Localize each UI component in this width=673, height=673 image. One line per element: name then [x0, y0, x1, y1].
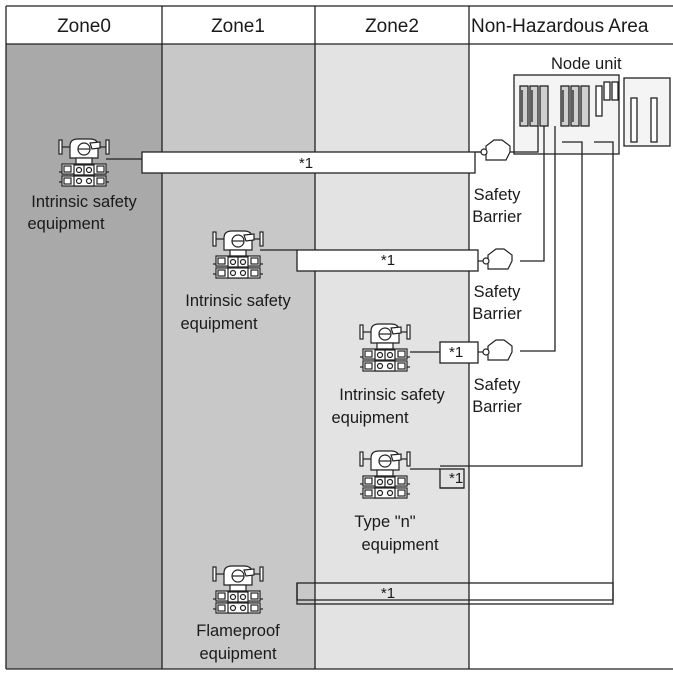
device-4-label-line2: equipment	[361, 536, 438, 554]
node-unit	[513, 74, 671, 155]
device-5-label-line2: equipment	[199, 645, 276, 663]
zone0-area	[6, 44, 162, 669]
cable-note-2: *1	[381, 252, 395, 269]
cable-1: *1	[106, 151, 476, 174]
cable-3: *1	[410, 341, 479, 364]
device-2-label-line2: equipment	[180, 315, 257, 333]
cable-note-5: *1	[381, 585, 395, 602]
device-3-label-line1: Intrinsic safety	[339, 386, 445, 404]
device-5-label-line1: Flameproof	[196, 622, 280, 640]
header-zone1: Zone1	[211, 16, 265, 37]
header-zone0: Zone0	[57, 16, 111, 37]
device-1-label-line1: Intrinsic safety	[31, 193, 137, 211]
device-2-label-line1: Intrinsic safety	[185, 292, 291, 310]
header-non-hazardous: Non-Hazardous Area	[471, 16, 649, 37]
cable-5: *1	[296, 582, 614, 605]
cable-2: *1	[260, 249, 479, 272]
barrier-1-label-line2: Barrier	[472, 208, 522, 226]
barrier-2-label-line1: Safety	[474, 283, 522, 301]
device-1-label-line2: equipment	[27, 215, 104, 233]
header-row	[6, 6, 673, 44]
node-unit-label: Node unit	[551, 55, 622, 73]
zone1-area	[162, 44, 315, 669]
barrier-3-label-line2: Barrier	[472, 398, 522, 416]
cable-note-4: *1	[449, 470, 463, 487]
cable-note-3: *1	[449, 344, 463, 361]
header-zone2: Zone2	[365, 16, 419, 37]
barrier-1-label-line1: Safety	[474, 186, 522, 204]
wiring	[296, 126, 614, 601]
barrier-3-label-line1: Safety	[474, 376, 522, 394]
cable-note-1: *1	[299, 155, 313, 172]
device-4-label-line1: Type "n"	[354, 513, 415, 531]
barrier-2-label-line2: Barrier	[472, 305, 522, 323]
cable-4: *1	[410, 468, 465, 489]
device-3-label-line2: equipment	[331, 409, 408, 427]
